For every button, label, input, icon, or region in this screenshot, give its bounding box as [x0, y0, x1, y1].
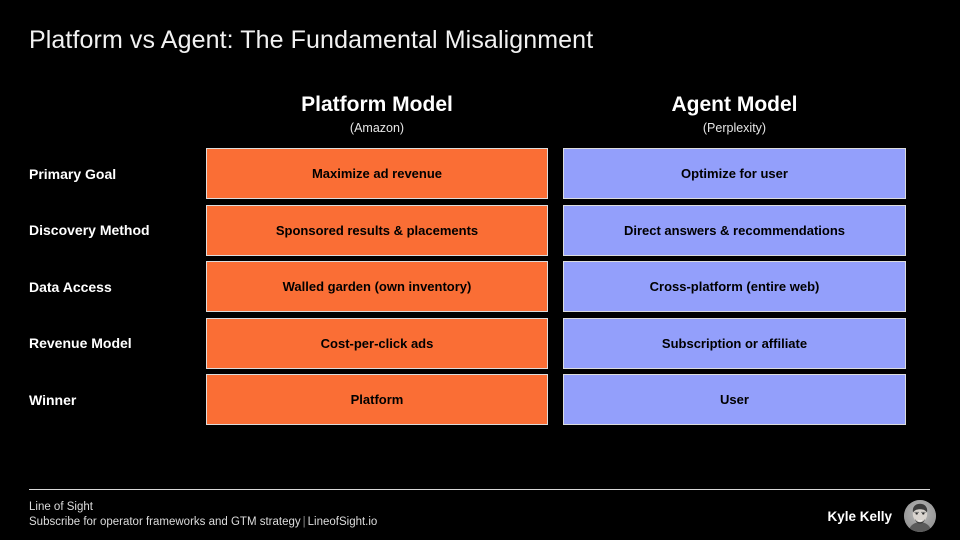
column-title-agent: Agent Model	[671, 93, 798, 116]
cell-platform-primary-goal: Maximize ad revenue	[206, 148, 548, 199]
cell-agent-winner: User	[563, 374, 906, 425]
page-title: Platform vs Agent: The Fundamental Misal…	[29, 26, 594, 54]
user-photo-avatar-icon	[904, 500, 936, 532]
avatar	[904, 500, 936, 532]
cell-platform-winner: Platform	[206, 374, 548, 425]
table-row: Revenue Model Cost-per-click ads Subscri…	[0, 317, 960, 369]
footer-left: Line of Sight Subscribe for operator fra…	[29, 500, 377, 530]
footer-tagline: Subscribe for operator frameworks and GT…	[29, 515, 377, 530]
cell-agent-data-access: Cross-platform (entire web)	[563, 261, 906, 312]
comparison-matrix: Primary Goal Maximize ad revenue Optimiz…	[0, 148, 960, 431]
footer-brand: Line of Sight	[29, 501, 93, 513]
footer-separator: |	[302, 516, 306, 528]
cell-agent-discovery-method: Direct answers & recommendations	[563, 204, 906, 256]
row-label-data-access: Data Access	[29, 278, 112, 295]
column-header-platform: Platform Model (Amazon)	[206, 93, 548, 137]
cell-platform-discovery-method: Sponsored results & placements	[206, 204, 548, 256]
column-subtitle-agent: (Perplexity)	[702, 121, 767, 135]
row-label-discovery-method: Discovery Method	[29, 222, 150, 238]
table-row: Discovery Method Sponsored results & pla…	[0, 204, 960, 256]
column-subtitle-platform: (Amazon)	[349, 121, 405, 135]
footer-site-link[interactable]: LineofSight.io	[307, 516, 378, 528]
footer-divider	[29, 489, 930, 490]
row-label-winner: Winner	[29, 391, 77, 408]
cell-platform-data-access: Walled garden (own inventory)	[206, 261, 548, 312]
table-row: Primary Goal Maximize ad revenue Optimiz…	[0, 148, 960, 199]
author-name: Kyle Kelly	[827, 508, 892, 524]
cell-agent-revenue-model: Subscription or affiliate	[563, 317, 906, 369]
column-title-platform: Platform Model	[301, 93, 453, 116]
footer-right: Kyle Kelly	[827, 500, 936, 532]
row-label-primary-goal: Primary Goal	[29, 165, 117, 182]
footer-tagline-text: Subscribe for operator frameworks and GT…	[29, 516, 301, 528]
column-header-agent: Agent Model (Perplexity)	[563, 93, 906, 137]
table-row: Data Access Walled garden (own inventory…	[0, 261, 960, 312]
cell-platform-revenue-model: Cost-per-click ads	[206, 317, 548, 369]
table-row: Winner Platform User	[0, 374, 960, 425]
cell-agent-primary-goal: Optimize for user	[563, 148, 906, 199]
row-label-revenue-model: Revenue Model	[29, 335, 132, 351]
